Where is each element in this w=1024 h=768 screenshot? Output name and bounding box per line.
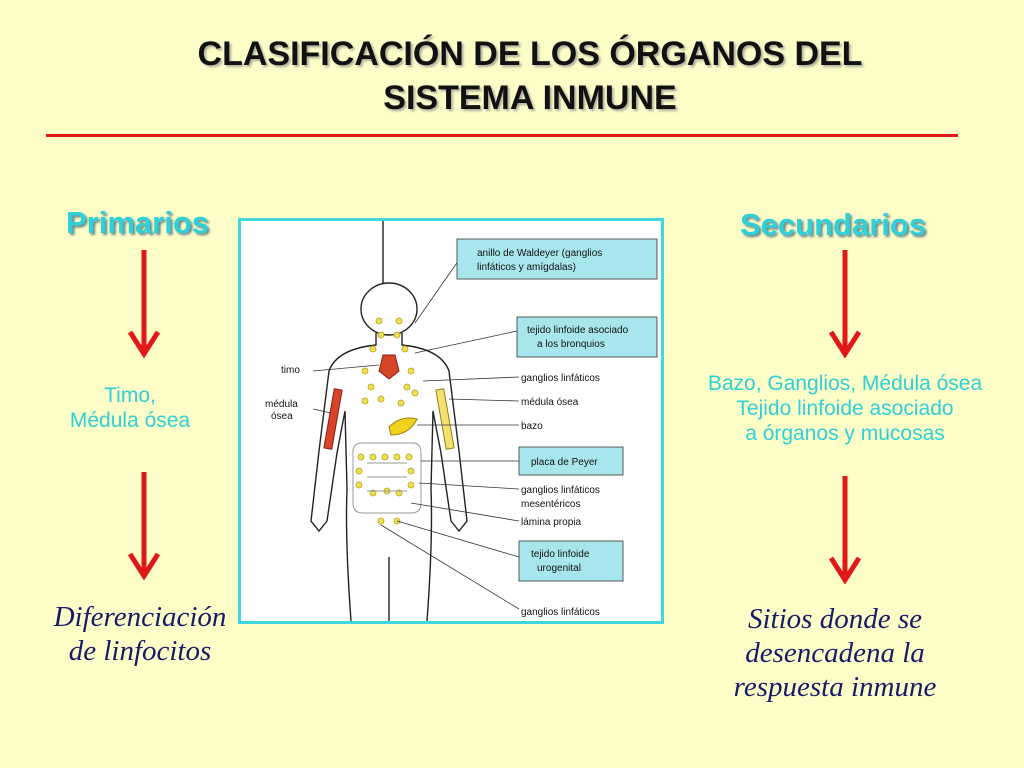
secondary-organ-line: Bazo, Ganglios, Médula ósea [707,372,983,395]
label-medula-1: médula [265,399,298,410]
bone-marrow-left [323,388,343,450]
down-arrow-icon [829,250,861,358]
label-peyer: placa de Peyer [531,457,598,468]
thymus-organ [378,354,400,380]
lymphatic-system-diagram: timo médula ósea anillo de Waldeyer (gan… [238,218,664,624]
label-waldeyer-1: anillo de Waldeyer (ganglios [477,248,602,259]
primary-organ-line: Médula ósea [69,409,191,432]
lymph-nodes [355,317,419,525]
secondary-function: Sitios donde se desencadena la respuesta… [690,602,980,704]
body-outline [310,221,468,621]
label-timo: timo [281,365,300,376]
label-mesentericos-1: ganglios linfáticos [521,485,600,496]
body-illustration: timo médula ósea anillo de Waldeyer (gan… [265,221,658,621]
secondary-organs: Bazo, Ganglios, Médula ósea Tejido linfo… [672,371,1018,446]
spleen-organ [388,417,418,436]
label-urogenital-1: tejido linfoide [531,549,590,560]
secundarios-heading: Secundarios [740,207,927,242]
waldeyer-box [456,238,658,280]
label-bronquios-2: a los bronquios [537,339,605,350]
primary-function-line: Diferenciación [53,601,227,633]
title-line-2: SISTEMA INMUNE [383,79,677,117]
secondary-function-line: respuesta inmune [733,671,937,703]
secondary-organ-line: Tejido linfoide asociado [736,397,954,420]
pointer-lines [312,256,520,610]
label-lamina: lámina propia [521,517,581,528]
primarios-heading: Primarios [66,205,210,240]
title-line-1: CLASIFICACIÓN DE LOS ÓRGANOS DEL [197,35,863,73]
bone-marrow-right [435,388,455,450]
label-urogenital-2: urogenital [537,563,581,574]
label-bazo: bazo [521,421,543,432]
primary-organs: Timo, Médula ósea [30,383,230,433]
peyer-box [518,446,624,476]
label-medula-2: ósea [271,411,293,422]
label-bronquios-1: tejido linfoide asociado [527,325,629,336]
secondary-organ-line: a órganos y mucosas [745,422,945,445]
title-underline [46,134,958,137]
primary-function-line: de linfocitos [68,635,212,667]
label-mesentericos-2: mesentéricos [521,499,580,510]
down-arrow-icon [128,250,160,358]
label-ganglios-1: ganglios linfáticos [521,373,600,384]
primary-organ-line: Timo, [104,384,156,407]
bronquios-box [516,316,658,358]
down-arrow-icon [829,476,861,584]
secondary-function-line: Sitios donde se [748,603,922,635]
intestine-outline [352,442,422,514]
urogenital-box [518,540,624,582]
down-arrow-icon [128,472,160,580]
slide-title: CLASIFICACIÓN DE LOS ÓRGANOS DEL SISTEMA… [100,32,960,120]
label-waldeyer-2: linfáticos y amígdalas) [477,262,576,273]
secondary-function-line: desencadena la [745,637,925,669]
primary-function: Diferenciación de linfocitos [30,600,250,668]
label-medula-osea: médula ósea [521,397,579,408]
label-ganglios-2: ganglios linfáticos [521,607,600,618]
